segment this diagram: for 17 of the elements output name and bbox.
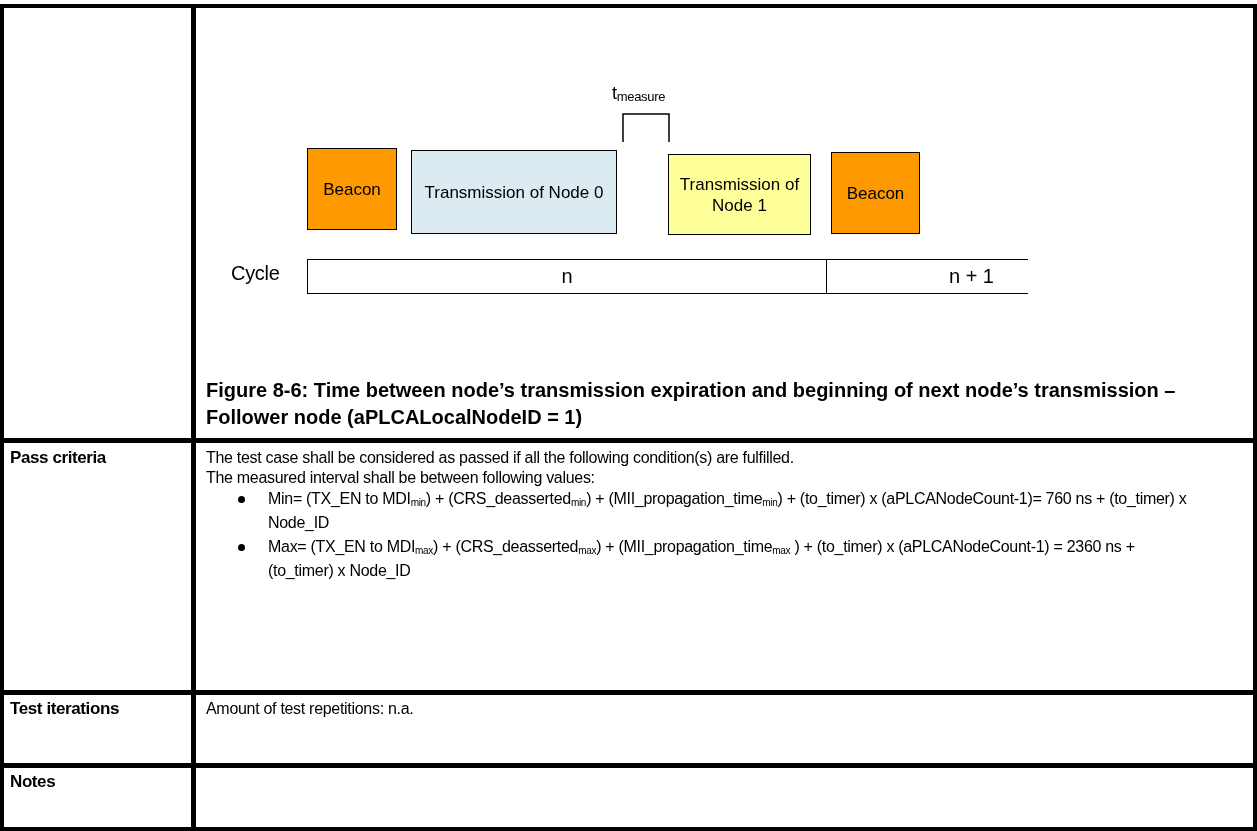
- transmission-block: Transmission of Node 1: [668, 154, 811, 235]
- row-label: Cycle: [231, 263, 280, 283]
- dimension-label: t$_{measure}$: [612, 83, 666, 106]
- bullet-item: Max= (TX_EN to MDI$_{max}$) + (CRS_deasserted$_{max}$) + (MII_propagation_time$_{max}$ ) + (to_timer) x (aPLCANodeCount-1) = 2360 ns + (to_timer) x Node_ID: [268, 537, 1136, 581]
- bullet-item: Min= (TX_EN to MDI$_{min}$) + (CRS_deasserted$_{min}$) + (MII_propagation_time$_{min}$) + (to_timer) x (aPLCANodeCount-1)= 760 ns + (to_timer) x Node_ID: [268, 489, 1188, 533]
- cycle-band: n + 1: [826, 259, 1028, 294]
- cell-text: The test case shall be considered as passed if all the following condition(s) are fulfilled.: [206, 448, 795, 468]
- row-header: Pass criteria: [10, 448, 106, 468]
- row-header: Notes: [10, 772, 56, 792]
- transmission-block: Transmission of Node 0: [411, 150, 617, 234]
- row-header: Test iterations: [10, 699, 119, 719]
- cell-text: Amount of test repetitions: n.a.: [206, 699, 415, 719]
- cell-text: The measured interval shall be between following values:: [206, 468, 596, 488]
- figure-caption: Figure 8-6: Time between node’s transmission expiration and beginning of next node’s transmission – Follower node (aPLCALocalNodeID = 1): [206, 378, 1177, 430]
- beacon-block: Beacon: [307, 148, 397, 230]
- cycle-band: n: [307, 259, 827, 294]
- beacon-block: Beacon: [831, 152, 920, 234]
